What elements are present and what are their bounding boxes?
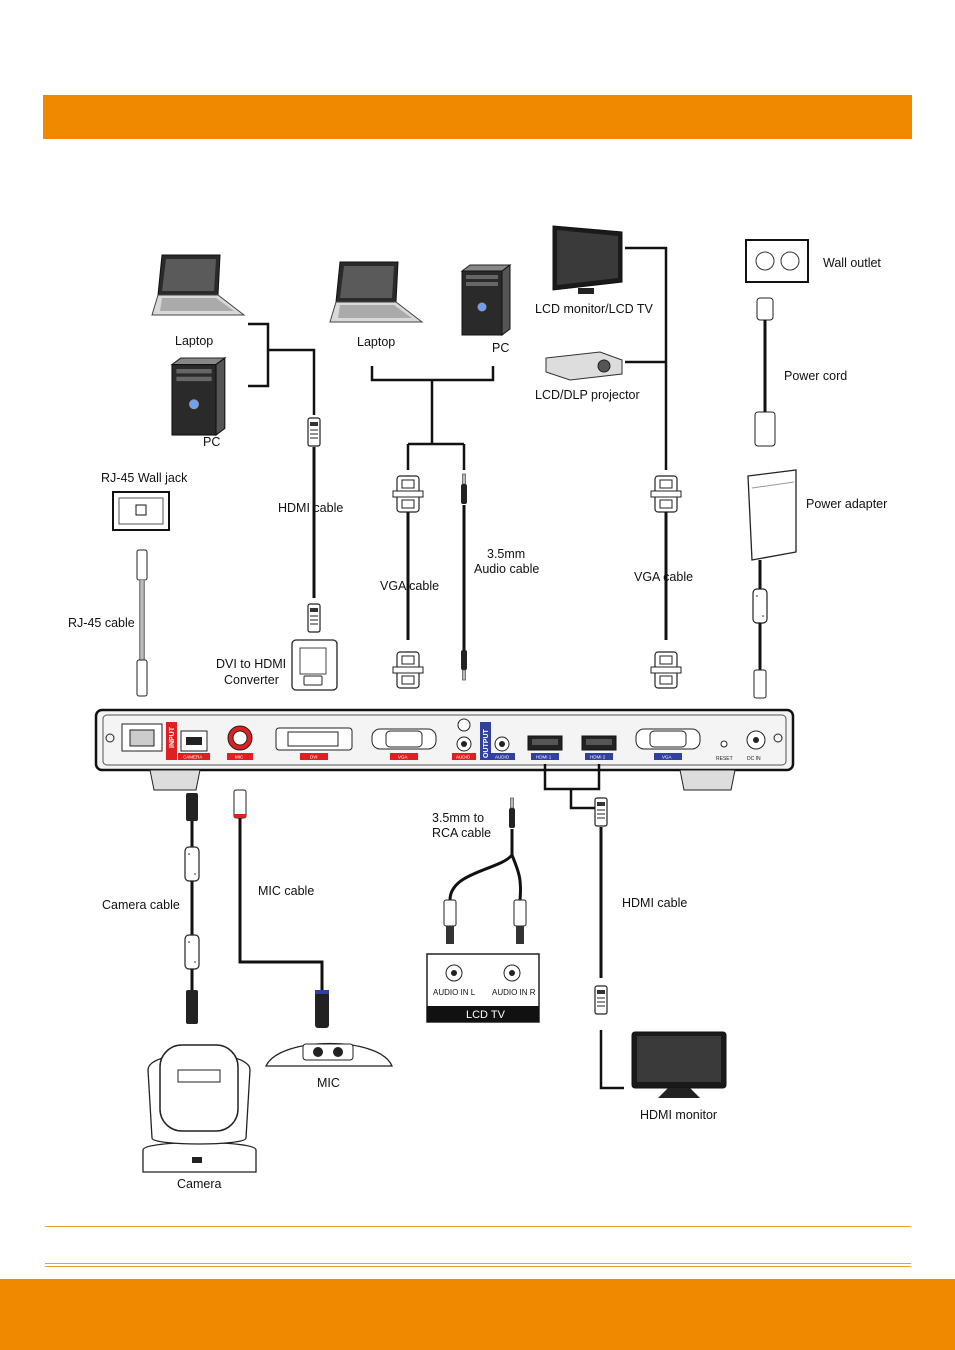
hdmi1-port: HDMI 1: [527, 735, 563, 760]
audio-in-port: AUDIO: [452, 736, 476, 760]
vga-in-port: VGA: [371, 728, 437, 760]
header-bar: [43, 95, 912, 139]
pc-mid-label: PC: [492, 341, 509, 355]
svg-text:DVI: DVI: [310, 755, 318, 760]
audio-plug-bottom-icon: [460, 649, 468, 681]
vga-out-port: VGA: [635, 728, 701, 760]
hdmi-output-bracket: [543, 764, 601, 810]
hdmi-plug-lower-icon: [307, 603, 321, 633]
hdmi-monitor-link: [599, 1030, 624, 1090]
dc-in-port: DC IN: [746, 730, 766, 762]
vga-plug-bottom-right-icon: [650, 651, 682, 689]
laptop-mid-icon: [329, 261, 423, 323]
hdmi-cable-bottom-label: HDMI cable: [622, 896, 687, 910]
svg-text:HDMI 2: HDMI 2: [590, 755, 606, 760]
rca-cable-label-1: 3.5mm to: [432, 811, 484, 825]
rj45-wall-jack-icon: [112, 491, 170, 531]
hdmi-cable-top-label: HDMI cable: [278, 501, 343, 515]
svg-text:AUDIO: AUDIO: [495, 755, 510, 760]
device-rear-panel: [94, 708, 795, 791]
hdmi-source-bracket: [248, 322, 316, 415]
lan-port: [121, 723, 163, 752]
hdmi-plug-top-icon: [307, 417, 321, 447]
vga-audio-source-bracket: [370, 366, 495, 470]
projector-label: LCD/DLP projector: [535, 388, 640, 402]
power-cord-icon: [754, 297, 776, 447]
hdmi-monitor-label: HDMI monitor: [640, 1108, 717, 1122]
svg-text:AUDIO: AUDIO: [456, 755, 471, 760]
lcd-monitor-icon: [552, 225, 623, 294]
footer-rule-top: [45, 1226, 911, 1227]
display-bracket: [625, 246, 668, 470]
wall-outlet-label: Wall outlet: [823, 256, 881, 270]
pc-left-icon: [171, 357, 226, 436]
power-adapter-label: Power adapter: [806, 497, 887, 511]
vga-cable-left-label: VGA cable: [380, 579, 439, 593]
svg-text:VGA: VGA: [398, 755, 408, 760]
laptop-left-icon: [151, 254, 245, 316]
audio-out-port: AUDIO: [491, 736, 515, 760]
power-adapter-icon: [747, 469, 797, 699]
dvi-converter-label-2: Converter: [224, 673, 279, 687]
hdmi-plug-out-bottom-icon: [594, 985, 608, 1015]
pc-mid-icon: [461, 264, 511, 336]
laptop-mid-label: Laptop: [357, 335, 395, 349]
lcd-monitor-label: LCD monitor/LCD TV: [535, 302, 654, 316]
svg-text:CAMERA: CAMERA: [183, 755, 202, 760]
vga-plug-top-left-icon: [392, 475, 424, 513]
camera-port: CAMERA: [178, 730, 210, 760]
mic-cable-label: MIC cable: [258, 884, 314, 898]
dvi-port: DVI: [275, 727, 353, 760]
mic-port: MIC: [227, 725, 253, 760]
camera-label: Camera: [177, 1177, 222, 1191]
mic-label: MIC: [317, 1076, 340, 1090]
lcd-tv-panel: [426, 953, 540, 1023]
hdmi-monitor-icon: [631, 1031, 727, 1098]
input-tag: INPUT: [166, 722, 177, 760]
dvi-converter-label-1: DVI to HDMI: [216, 657, 286, 671]
svg-text:OUTPUT: OUTPUT: [483, 729, 490, 759]
rca-cable-label-2: RCA cable: [432, 826, 491, 840]
svg-text:MIC: MIC: [235, 755, 244, 760]
svg-text:VGA: VGA: [662, 755, 672, 760]
vga-cable-right-label: VGA cable: [634, 570, 693, 584]
pc-left-label: PC: [203, 435, 220, 449]
mic-icon: [264, 1042, 393, 1067]
laptop-left-label: Laptop: [175, 334, 213, 348]
audio-in-l-label: AUDIO IN L: [433, 988, 476, 997]
dvi-converter-icon: [291, 639, 338, 691]
camera-icon: [142, 1044, 257, 1173]
reset-button: RESET: [716, 740, 733, 762]
audio-in-r-label: AUDIO IN R: [492, 988, 536, 997]
rj45-jack-label: RJ-45 Wall jack: [101, 471, 188, 485]
wall-outlet-icon: [745, 239, 809, 283]
audio-plug-top-icon: [460, 473, 468, 505]
footer-bar: [0, 1279, 955, 1350]
camera-cable-label: Camera cable: [102, 898, 180, 912]
audio-cable-label-1: 3.5mm: [487, 547, 525, 561]
svg-text:INPUT: INPUT: [169, 726, 176, 748]
footer-rule-bottom-2: [45, 1266, 911, 1267]
hdmi2-port: HDMI 2: [581, 735, 617, 760]
output-tag: OUTPUT: [480, 722, 491, 760]
svg-text:DC IN: DC IN: [747, 756, 761, 762]
lcd-tv-label: LCD TV: [466, 1009, 506, 1021]
vga-plug-bottom-left-icon: [392, 651, 424, 689]
svg-text:RESET: RESET: [716, 756, 733, 762]
svg-text:HDMI 1: HDMI 1: [536, 755, 552, 760]
camera-cable-icon: [184, 793, 200, 1024]
mic-cable-icon: [233, 789, 329, 1028]
footer-rule-bottom: [45, 1263, 911, 1264]
rj45-cable-label: RJ-45 cable: [68, 616, 135, 630]
hdmi-plug-out-top-icon: [594, 797, 608, 827]
projector-icon: [545, 351, 623, 381]
rj45-cable-icon: [136, 549, 148, 697]
audio-cable-label-2: Audio cable: [474, 562, 539, 576]
rca-cable-icon: [443, 797, 527, 944]
power-cord-label: Power cord: [784, 369, 847, 383]
vga-plug-top-right-icon: [650, 475, 682, 513]
